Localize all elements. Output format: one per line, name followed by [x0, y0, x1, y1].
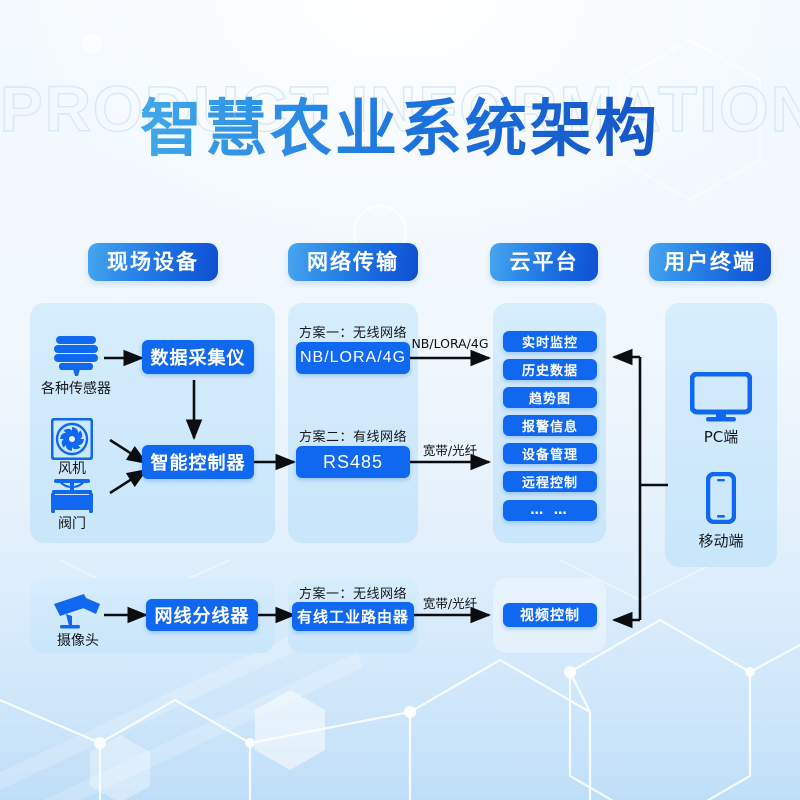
network-scheme-wired-label: 方案二：有线网络: [298, 430, 407, 445]
column-header-field-devices[interactable]: 现场设备: [88, 243, 218, 281]
page-title: 智慧农业系统架构: [0, 95, 800, 163]
cloud-item-history-data[interactable]: 历史数据: [503, 359, 597, 380]
node-data-collector[interactable]: 数据采集仪: [142, 340, 254, 374]
edge-label-wired-bottom: 宽带/光纤: [422, 596, 478, 611]
camera-icon: [50, 592, 106, 637]
column-header-network-transmission[interactable]: 网络传输: [288, 243, 418, 281]
pc-icon: [689, 371, 753, 427]
valve-icon: [48, 477, 96, 520]
video-scheme-label: 方案一：无线网络: [298, 587, 407, 602]
fan-label: 风机: [58, 461, 86, 477]
camera-label: 摄像头: [57, 633, 99, 649]
cloud-item-more[interactable]: … …: [503, 500, 597, 521]
node-cable-splitter[interactable]: 网线分线器: [146, 599, 258, 631]
sensor-icon: [48, 334, 104, 381]
node-nb-lora-4g[interactable]: NB/LORA/4G: [296, 342, 410, 374]
column-header-user-terminal[interactable]: 用户终端: [649, 243, 771, 281]
pc-label: PC端: [703, 428, 739, 446]
cloud-item-remote-control[interactable]: 远程控制: [503, 471, 597, 492]
network-scheme-wireless-label: 方案一：无线网络: [298, 326, 407, 341]
valve-label: 阀门: [58, 516, 86, 532]
node-rs485[interactable]: RS485: [296, 446, 410, 478]
mobile-label: 移动端: [698, 532, 744, 550]
fan-icon: [50, 417, 94, 465]
cloud-item-trend-chart[interactable]: 趋势图: [503, 387, 597, 408]
column-header-cloud-platform[interactable]: 云平台: [490, 243, 598, 281]
sensor-label: 各种传感器: [41, 381, 111, 397]
cloud-item-device-management[interactable]: 设备管理: [503, 443, 597, 464]
cloud-item-alarm-info[interactable]: 报警信息: [503, 415, 597, 436]
edge-label-wireless: NB/LORA/4G: [411, 336, 489, 351]
cloud-item-realtime-monitor[interactable]: 实时监控: [503, 331, 597, 352]
node-smart-controller[interactable]: 智能控制器: [142, 445, 254, 479]
cloud-item-video-control[interactable]: 视频控制: [503, 603, 597, 627]
mobile-icon: [705, 471, 737, 529]
edge-label-wired-top: 宽带/光纤: [422, 443, 478, 458]
node-industrial-router[interactable]: 有线工业路由器: [292, 602, 414, 631]
background-watermark: PRODUCT INFORMATION: [0, 72, 800, 146]
